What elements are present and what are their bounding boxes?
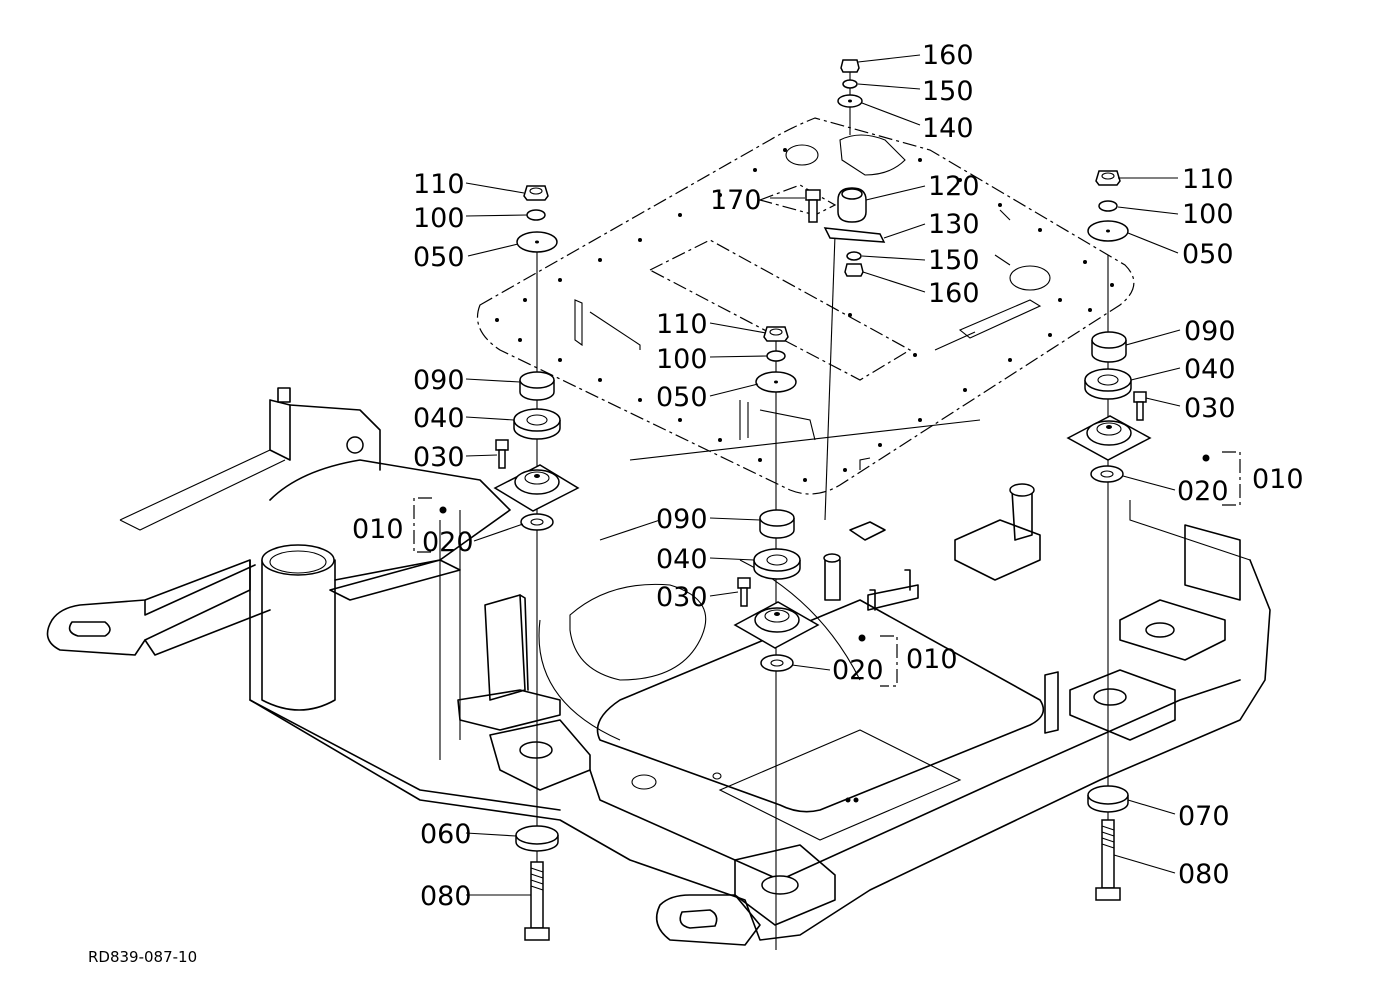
mount-010-right bbox=[1066, 415, 1152, 461]
cushion-040-mid bbox=[753, 548, 801, 580]
bolt-170 bbox=[805, 189, 821, 223]
callout-040-mid: 040 bbox=[656, 544, 708, 575]
cushion-040-left bbox=[513, 408, 561, 440]
callout-170: 170 bbox=[710, 185, 762, 216]
nut-110-left bbox=[523, 185, 549, 201]
cushion-040-right bbox=[1084, 368, 1132, 400]
bolt-030-right bbox=[1133, 391, 1147, 421]
base-frame bbox=[46, 387, 1271, 946]
nut-160-top bbox=[840, 59, 860, 73]
nut-110-right bbox=[1095, 170, 1121, 186]
lock-washer-100-left bbox=[526, 209, 546, 221]
washer-050-left bbox=[516, 231, 558, 253]
callout-090-left: 090 bbox=[413, 365, 465, 396]
washer-050-right bbox=[1087, 220, 1129, 242]
callout-110-mid: 110 bbox=[656, 309, 708, 340]
mount-010-mid-marker bbox=[858, 634, 866, 642]
callout-140: 140 bbox=[922, 113, 974, 144]
bolt-080-left bbox=[524, 861, 550, 941]
callout-120: 120 bbox=[928, 171, 980, 202]
floor-plate bbox=[476, 117, 1135, 495]
callout-090-right: 090 bbox=[1184, 316, 1236, 347]
drawing-reference: RD839-087-10 bbox=[88, 948, 197, 966]
lock-washer-100-mid bbox=[766, 350, 786, 362]
lock-washer-150-lower bbox=[846, 251, 862, 261]
callout-100-left: 100 bbox=[413, 203, 465, 234]
cushion-070 bbox=[1087, 785, 1129, 813]
mount-010-right-marker bbox=[1202, 454, 1210, 462]
callout-070: 070 bbox=[1178, 801, 1230, 832]
callout-080-left: 080 bbox=[420, 881, 472, 912]
group-bracket-left bbox=[413, 497, 432, 553]
bolt-080-right bbox=[1095, 819, 1121, 901]
leader-lines bbox=[465, 54, 1181, 896]
callout-050-mid: 050 bbox=[656, 382, 708, 413]
washer-060 bbox=[515, 825, 559, 852]
bolt-030-left bbox=[495, 439, 509, 469]
mount-010-mid bbox=[733, 601, 820, 649]
mount-010-left bbox=[493, 464, 580, 512]
callout-110-right: 110 bbox=[1182, 164, 1234, 195]
callout-150-top: 150 bbox=[922, 76, 974, 107]
spacer-090-right bbox=[1091, 331, 1127, 363]
group-bracket-right bbox=[1222, 451, 1241, 506]
callout-labels: 160 150 140 120 170 130 150 160 110 100 … bbox=[352, 40, 1304, 912]
callout-130: 130 bbox=[928, 209, 980, 240]
callout-110-left: 110 bbox=[413, 169, 465, 200]
washer-020-left bbox=[520, 513, 554, 531]
bolt-030-mid bbox=[737, 577, 751, 607]
lock-washer-150-top bbox=[842, 79, 858, 89]
callout-030-mid: 030 bbox=[656, 582, 708, 613]
callout-020-right: 020 bbox=[1177, 476, 1229, 507]
washer-020-right bbox=[1090, 465, 1124, 483]
callout-020-left: 020 bbox=[422, 527, 474, 558]
nut-110-mid bbox=[763, 326, 789, 342]
spacer-090-left bbox=[519, 371, 555, 401]
callout-100-right: 100 bbox=[1182, 199, 1234, 230]
group-bracket-mid bbox=[880, 635, 898, 687]
bracket-130 bbox=[823, 227, 886, 243]
washer-050-mid bbox=[755, 371, 797, 393]
callout-060: 060 bbox=[420, 819, 472, 850]
callout-100-mid: 100 bbox=[656, 344, 708, 375]
callout-090-mid: 090 bbox=[656, 504, 708, 535]
spacer-090-mid bbox=[759, 509, 795, 539]
mount-010-left-marker bbox=[439, 506, 447, 514]
callout-080-right: 080 bbox=[1178, 859, 1230, 890]
callout-030-right: 030 bbox=[1184, 393, 1236, 424]
callout-160-top: 160 bbox=[922, 40, 974, 71]
callout-030-left: 030 bbox=[413, 442, 465, 473]
callout-150-lower: 150 bbox=[928, 245, 980, 276]
callout-010-right: 010 bbox=[1252, 464, 1304, 495]
washer-140 bbox=[837, 94, 863, 108]
nut-160-lower bbox=[844, 263, 864, 277]
callout-040-left: 040 bbox=[413, 403, 465, 434]
washer-020-mid bbox=[760, 654, 794, 672]
callout-160-lower: 160 bbox=[928, 278, 980, 309]
callout-010-left: 010 bbox=[352, 514, 404, 545]
callout-040-right: 040 bbox=[1184, 354, 1236, 385]
callout-010-mid: 010 bbox=[906, 644, 958, 675]
rubber-120 bbox=[837, 187, 867, 223]
callout-050-right: 050 bbox=[1182, 239, 1234, 270]
callout-020-mid: 020 bbox=[832, 655, 884, 686]
callout-050-left: 050 bbox=[413, 242, 465, 273]
lock-washer-100-right bbox=[1098, 200, 1118, 212]
